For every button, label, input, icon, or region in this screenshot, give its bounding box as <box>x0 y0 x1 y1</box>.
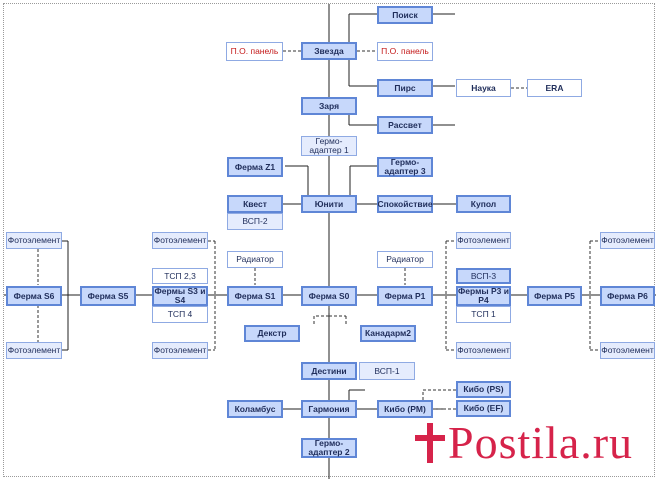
module-kibo-ps[interactable]: Кибо (PS) <box>456 381 511 398</box>
module-tsp-4[interactable]: ТСП 4 <box>152 306 208 323</box>
module-ferma-p5[interactable]: Ферма P5 <box>527 286 582 306</box>
solar-array-s4-top[interactable]: Фотоэлемент <box>152 232 208 249</box>
module-ferma-p6[interactable]: Ферма P6 <box>600 286 655 306</box>
module-ferma-s0[interactable]: Ферма S0 <box>301 286 357 306</box>
module-ferma-p3-p4[interactable]: Фермы P3 и P4 <box>456 286 511 306</box>
module-kanadarm2[interactable]: Канадарм2 <box>360 325 416 342</box>
module-poisk[interactable]: Поиск <box>377 6 433 24</box>
module-nauka[interactable]: Наука <box>456 79 511 97</box>
module-destini[interactable]: Дестини <box>301 362 357 380</box>
module-ferma-s6[interactable]: Ферма S6 <box>6 286 62 306</box>
solar-array-p6-top[interactable]: Фотоэлемент <box>600 232 655 249</box>
module-kolambus[interactable]: Коламбус <box>227 400 283 418</box>
module-era[interactable]: ERA <box>527 79 582 97</box>
module-germo-adapter-1[interactable]: Гермо-адаптер 1 <box>301 136 357 156</box>
module-tsp-2-3[interactable]: ТСП 2,3 <box>152 268 208 284</box>
radiator-right[interactable]: Радиатор <box>377 251 433 268</box>
module-germo-adapter-3[interactable]: Гермо-адаптер 3 <box>377 157 433 177</box>
module-pirs[interactable]: Пирс <box>377 79 433 97</box>
watermark-postila: Postila.ru <box>448 417 634 468</box>
module-vsp-2[interactable]: ВСП-2 <box>227 213 283 230</box>
module-kvest[interactable]: Квест <box>227 195 283 213</box>
solar-array-p4-top[interactable]: Фотоэлемент <box>456 232 511 249</box>
solar-array-p4-bottom[interactable]: Фотоэлемент <box>456 342 511 359</box>
module-tsp-1[interactable]: ТСП 1 <box>456 306 511 323</box>
module-zarya[interactable]: Заря <box>301 97 357 115</box>
solar-array-p6-bottom[interactable]: Фотоэлемент <box>600 342 655 359</box>
module-vsp-3[interactable]: ВСП-3 <box>456 268 511 284</box>
solar-array-s4-bottom[interactable]: Фотоэлемент <box>152 342 208 359</box>
module-uniti[interactable]: Юнити <box>301 195 357 213</box>
po-panel-right[interactable]: П.О. панель <box>377 42 433 61</box>
module-vsp-1[interactable]: ВСП-1 <box>359 362 415 380</box>
module-garmoniya[interactable]: Гармония <box>301 400 357 418</box>
module-rassvet[interactable]: Рассвет <box>377 116 433 134</box>
radiator-left[interactable]: Радиатор <box>227 251 283 268</box>
module-germo-adapter-2[interactable]: Гермо-адаптер 2 <box>301 438 357 458</box>
module-ferma-s1[interactable]: Ферма S1 <box>227 286 283 306</box>
module-ferma-z1[interactable]: Ферма Z1 <box>227 157 283 177</box>
module-spokoystvie[interactable]: Спокойствие <box>377 195 433 213</box>
module-kupol[interactable]: Купол <box>456 195 511 213</box>
postila-logo-icon <box>415 423 445 463</box>
module-ferma-s5[interactable]: Ферма S5 <box>80 286 136 306</box>
module-ferma-s3-s4[interactable]: Фермы S3 и S4 <box>152 286 208 306</box>
solar-array-s6-bottom[interactable]: Фотоэлемент <box>6 342 62 359</box>
module-kibo-pm[interactable]: Кибо (PM) <box>377 400 433 418</box>
module-ferma-p1[interactable]: Ферма P1 <box>377 286 433 306</box>
po-panel-left[interactable]: П.О. панель <box>226 42 283 61</box>
solar-array-s6-top[interactable]: Фотоэлемент <box>6 232 62 249</box>
module-zvezda[interactable]: Звезда <box>301 42 357 60</box>
module-dekstr[interactable]: Декстр <box>244 325 300 342</box>
module-kibo-ef[interactable]: Кибо (EF) <box>456 400 511 417</box>
